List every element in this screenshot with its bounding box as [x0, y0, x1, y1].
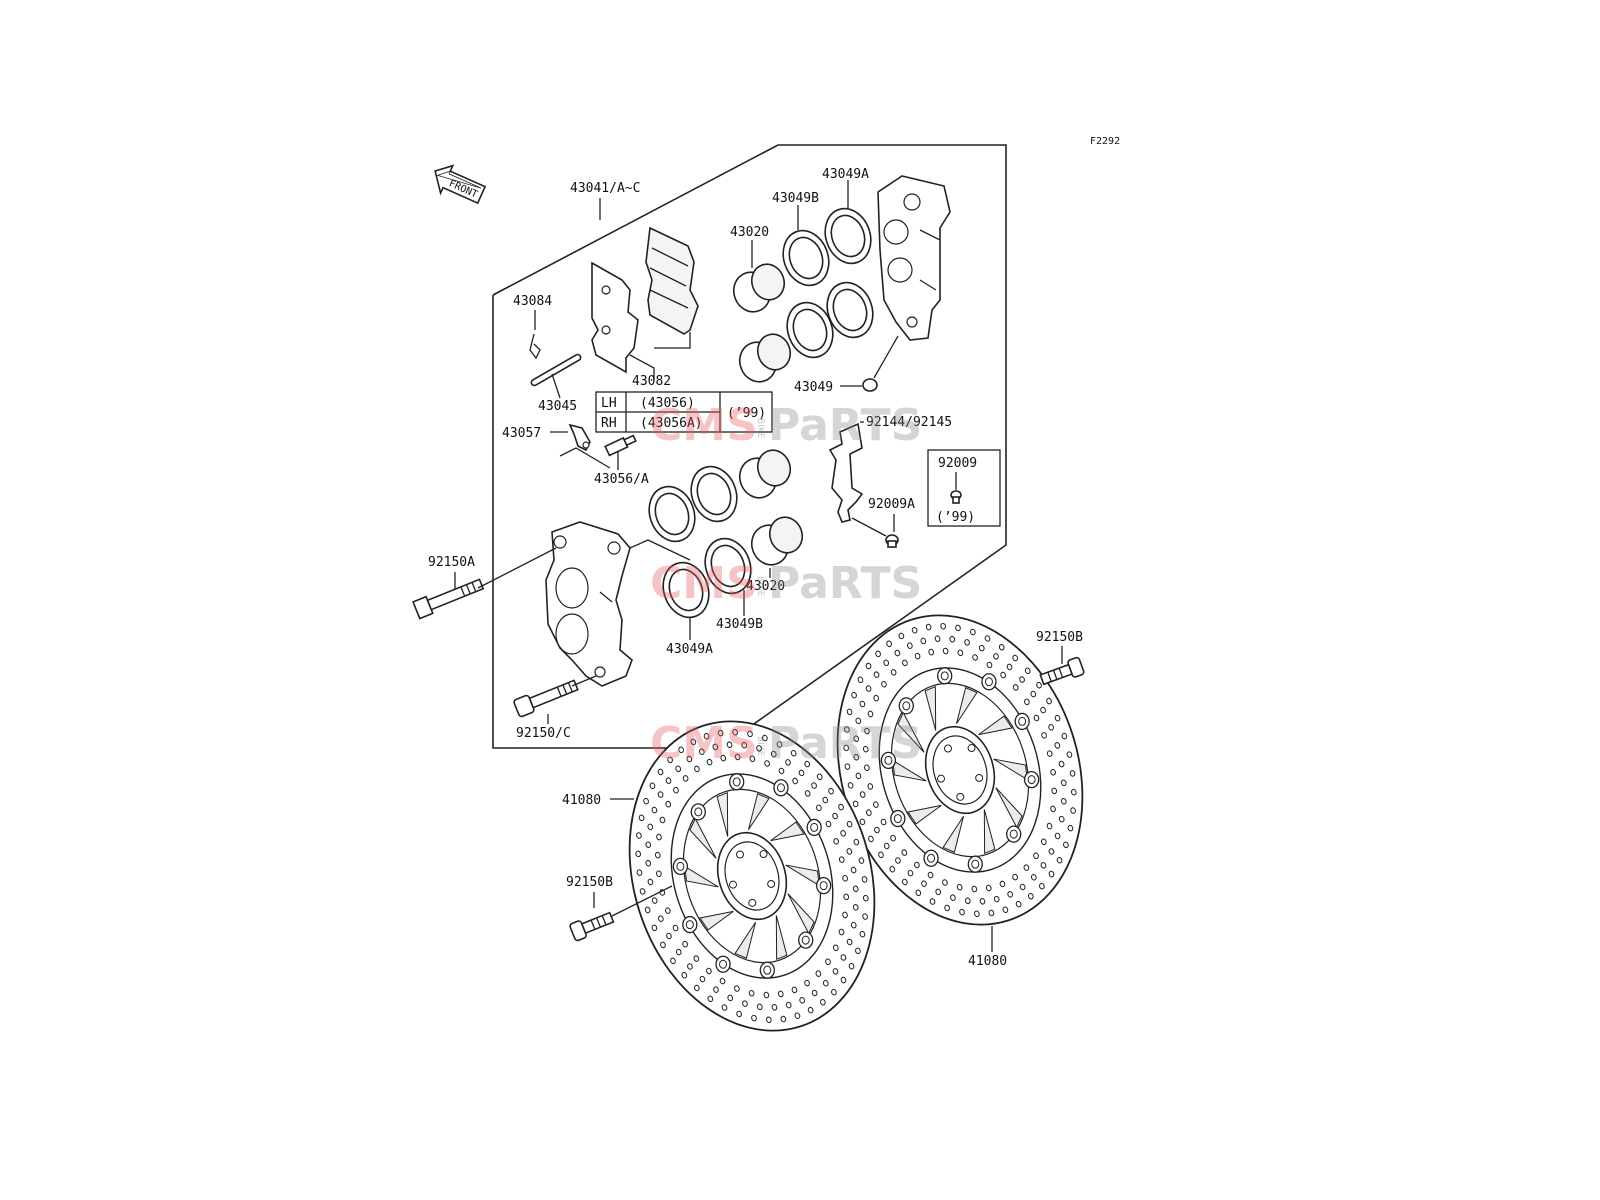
disc-bolt-left-icon	[569, 911, 615, 942]
svg-text:BIKE: BIKE	[755, 576, 765, 597]
label-seal-a-upper: 43049A	[822, 167, 869, 182]
seal-a-upper	[824, 207, 874, 339]
front-arrow-icon: FRONT	[434, 164, 487, 205]
svg-text:BIKE: BIKE	[755, 418, 765, 439]
watermark-1: CMS BIKE PaRTS	[650, 400, 922, 451]
label-disc-right: 41080	[968, 954, 1007, 969]
piston-upper-1	[732, 263, 786, 313]
variant-row-2-part: (43056A)	[640, 416, 703, 431]
label-bolt-small: 92009A	[868, 497, 915, 512]
label-pad-pin-clip: 43084	[513, 294, 552, 309]
svg-text:PaRTS: PaRTS	[768, 718, 922, 769]
label-seal-b-upper: 43049B	[772, 191, 819, 206]
svg-text:CMS: CMS	[650, 718, 758, 769]
label-pad-pin: 43045	[538, 399, 577, 414]
label-piston-upper: 43020	[730, 225, 769, 240]
label-bleeder: 43056/A	[594, 472, 649, 487]
svg-text:BIKE: BIKE	[755, 736, 765, 757]
label-pad-spring: 43057	[502, 426, 541, 441]
bolt-small-icon	[885, 534, 899, 548]
label-seal-a-lower: 43049A	[666, 642, 713, 657]
pad-pin-icon	[530, 353, 582, 387]
pad-spring-icon	[568, 423, 591, 452]
svg-text:PaRTS: PaRTS	[768, 400, 922, 451]
variant-table: LH (43056) RH (43056A) (’99)	[595, 391, 773, 433]
variant-row-1-side: LH	[601, 396, 617, 411]
caliper-bolt-c-icon	[513, 679, 579, 718]
brake-disc-right	[836, 614, 1084, 926]
variant-row-2-side: RH	[601, 416, 617, 431]
piston-upper-2	[738, 333, 792, 383]
brake-disc-left	[628, 720, 876, 1032]
bracket-icon	[828, 422, 864, 523]
variant-year: (’99)	[727, 406, 766, 421]
variant-row-1-part: (43056)	[640, 396, 695, 411]
caliper-body-lower	[545, 521, 633, 687]
label-bolt-box-code: 92009	[938, 456, 977, 471]
bolt-box-icon	[950, 490, 962, 504]
label-seal-b-lower: 43049B	[716, 617, 763, 632]
watermark-3: CMS BIKE PaRTS	[650, 718, 922, 769]
svg-text:CMS: CMS	[650, 400, 758, 451]
label-piston-lower: 43020	[746, 579, 785, 594]
watermark-2: CMS BIKE PaRTS	[650, 558, 922, 609]
piston-lower-2	[750, 516, 804, 566]
seal-b-lower	[690, 465, 752, 595]
label-bleed-cap: 43049	[794, 380, 833, 395]
bleeder-valve-icon	[604, 434, 637, 457]
disc-bolt-right-icon	[1039, 656, 1085, 686]
label-bolt-box-year: (’99)	[936, 510, 975, 525]
brake-pad-backing	[591, 261, 639, 374]
label-caliper-bolt-a: 92150A	[428, 555, 475, 570]
seal-a-lower	[648, 485, 710, 619]
assembly-frame	[492, 144, 1007, 749]
brake-pad-friction	[645, 226, 699, 335]
bleed-cap-icon	[862, 378, 878, 392]
svg-text:PaRTS: PaRTS	[768, 558, 922, 609]
caliper-bolt-a-icon	[412, 578, 485, 620]
label-disc-bolt-left: 92150B	[566, 875, 613, 890]
piston-lower-1	[738, 449, 792, 499]
label-caliper-bolt-c: 92150/C	[516, 726, 571, 741]
caliper-body-upper	[877, 175, 951, 341]
svg-text:CMS: CMS	[650, 558, 758, 609]
label-disc-bolt-right: 92150B	[1036, 630, 1083, 645]
label-pads: 43082	[632, 374, 671, 389]
label-bracket: 92144/92145	[866, 415, 952, 430]
label-caliper-assembly: 43041/A~C	[570, 181, 640, 196]
pad-pin-clip-icon	[529, 333, 541, 360]
seal-b-upper	[782, 229, 834, 359]
figure-code: F2292	[1090, 136, 1120, 147]
label-disc-left: 41080	[562, 793, 601, 808]
bolt-variant-box	[927, 449, 1001, 527]
